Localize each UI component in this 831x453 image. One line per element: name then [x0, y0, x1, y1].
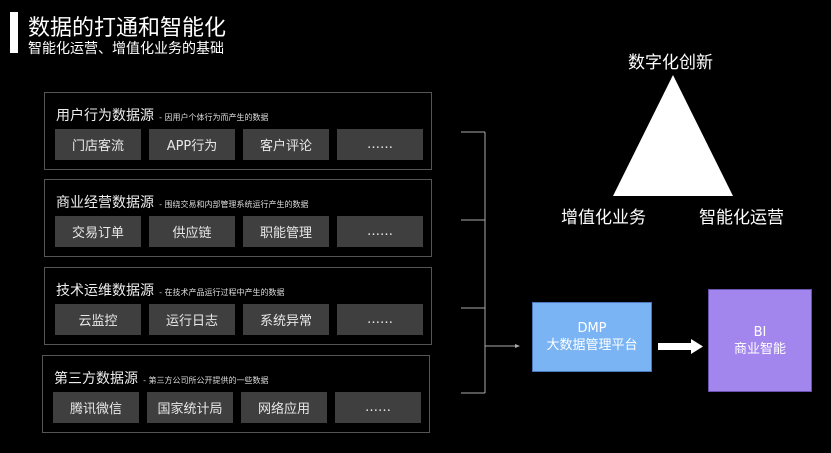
- page-title: 数据的打通和智能化: [28, 16, 227, 41]
- source-item: 客户评论: [243, 129, 329, 160]
- source-name: 技术运维数据源: [56, 283, 154, 299]
- panel-header: 用户行为数据源 - 因用户个体行为而产生的数据: [56, 105, 269, 125]
- source-item: 门店客流: [55, 129, 141, 160]
- source-desc: - 因用户个体行为而产生的数据: [159, 113, 269, 122]
- source-item: 交易订单: [55, 216, 141, 247]
- source-desc: - 围绕交易和内部管理系统运行产生的数据: [159, 200, 309, 209]
- panel-header: 第三方数据源 - 第三方公司所公开提供的一些数据: [54, 368, 269, 388]
- panel-header: 技术运维数据源 - 在技术产品运行过程中产生的数据: [56, 280, 285, 300]
- source-name: 商业经营数据源: [56, 195, 154, 211]
- bi-label: BI: [753, 324, 767, 340]
- source-desc: - 第三方公司所公开提供的一些数据: [143, 376, 269, 385]
- source-item: APP行为: [149, 129, 235, 160]
- data-source-panel: 第三方数据源 - 第三方公司所公开提供的一些数据腾讯微信国家统计局网络应用……: [42, 355, 430, 433]
- arrow-icon: [658, 343, 692, 350]
- triangle-right-label: 智能化运营: [699, 208, 784, 228]
- dmp-box: DMP 大数据管理平台: [532, 302, 652, 372]
- bi-box: BI 商业智能: [708, 289, 812, 392]
- source-item: 国家统计局: [147, 392, 233, 423]
- bracket-arrow-head: [515, 344, 520, 348]
- triangle-shape: [613, 75, 733, 196]
- panel-header: 商业经营数据源 - 围绕交易和内部管理系统运行产生的数据: [56, 192, 309, 212]
- bi-desc: 商业智能: [733, 341, 786, 357]
- data-source-panel: 商业经营数据源 - 围绕交易和内部管理系统运行产生的数据交易订单供应链职能管理 ……: [44, 179, 432, 257]
- source-item: ……: [337, 304, 423, 335]
- source-item: 运行日志: [149, 304, 235, 335]
- source-name: 用户行为数据源: [56, 108, 154, 124]
- dmp-label: DMP: [577, 321, 607, 336]
- source-item: 网络应用: [241, 392, 327, 423]
- source-item: ……: [335, 392, 421, 423]
- source-desc: - 在技术产品运行过程中产生的数据: [159, 288, 285, 297]
- triangle-top-label: 数字化创新: [628, 53, 713, 73]
- page-subtitle: 智能化运营、增值化业务的基础: [28, 41, 224, 57]
- source-item: ……: [337, 216, 423, 247]
- arrow-head-icon: [691, 339, 703, 354]
- triangle-left-label: 增值化业务: [561, 208, 646, 228]
- source-item: ……: [337, 129, 423, 160]
- source-item: 腾讯微信: [53, 392, 139, 423]
- source-item: 供应链: [149, 216, 235, 247]
- source-item: 系统异常: [243, 304, 329, 335]
- source-name: 第三方数据源: [54, 371, 138, 387]
- title-accent-bar: [10, 12, 18, 53]
- source-item: 职能管理: [243, 216, 329, 247]
- source-item: 云监控: [55, 304, 141, 335]
- data-source-panel: 技术运维数据源 - 在技术产品运行过程中产生的数据云监控运行日志系统异常 ……: [44, 267, 432, 345]
- data-source-panel: 用户行为数据源 - 因用户个体行为而产生的数据门店客流 APP行为客户评论 ……: [44, 92, 432, 170]
- dmp-desc: 大数据管理平台: [546, 338, 638, 353]
